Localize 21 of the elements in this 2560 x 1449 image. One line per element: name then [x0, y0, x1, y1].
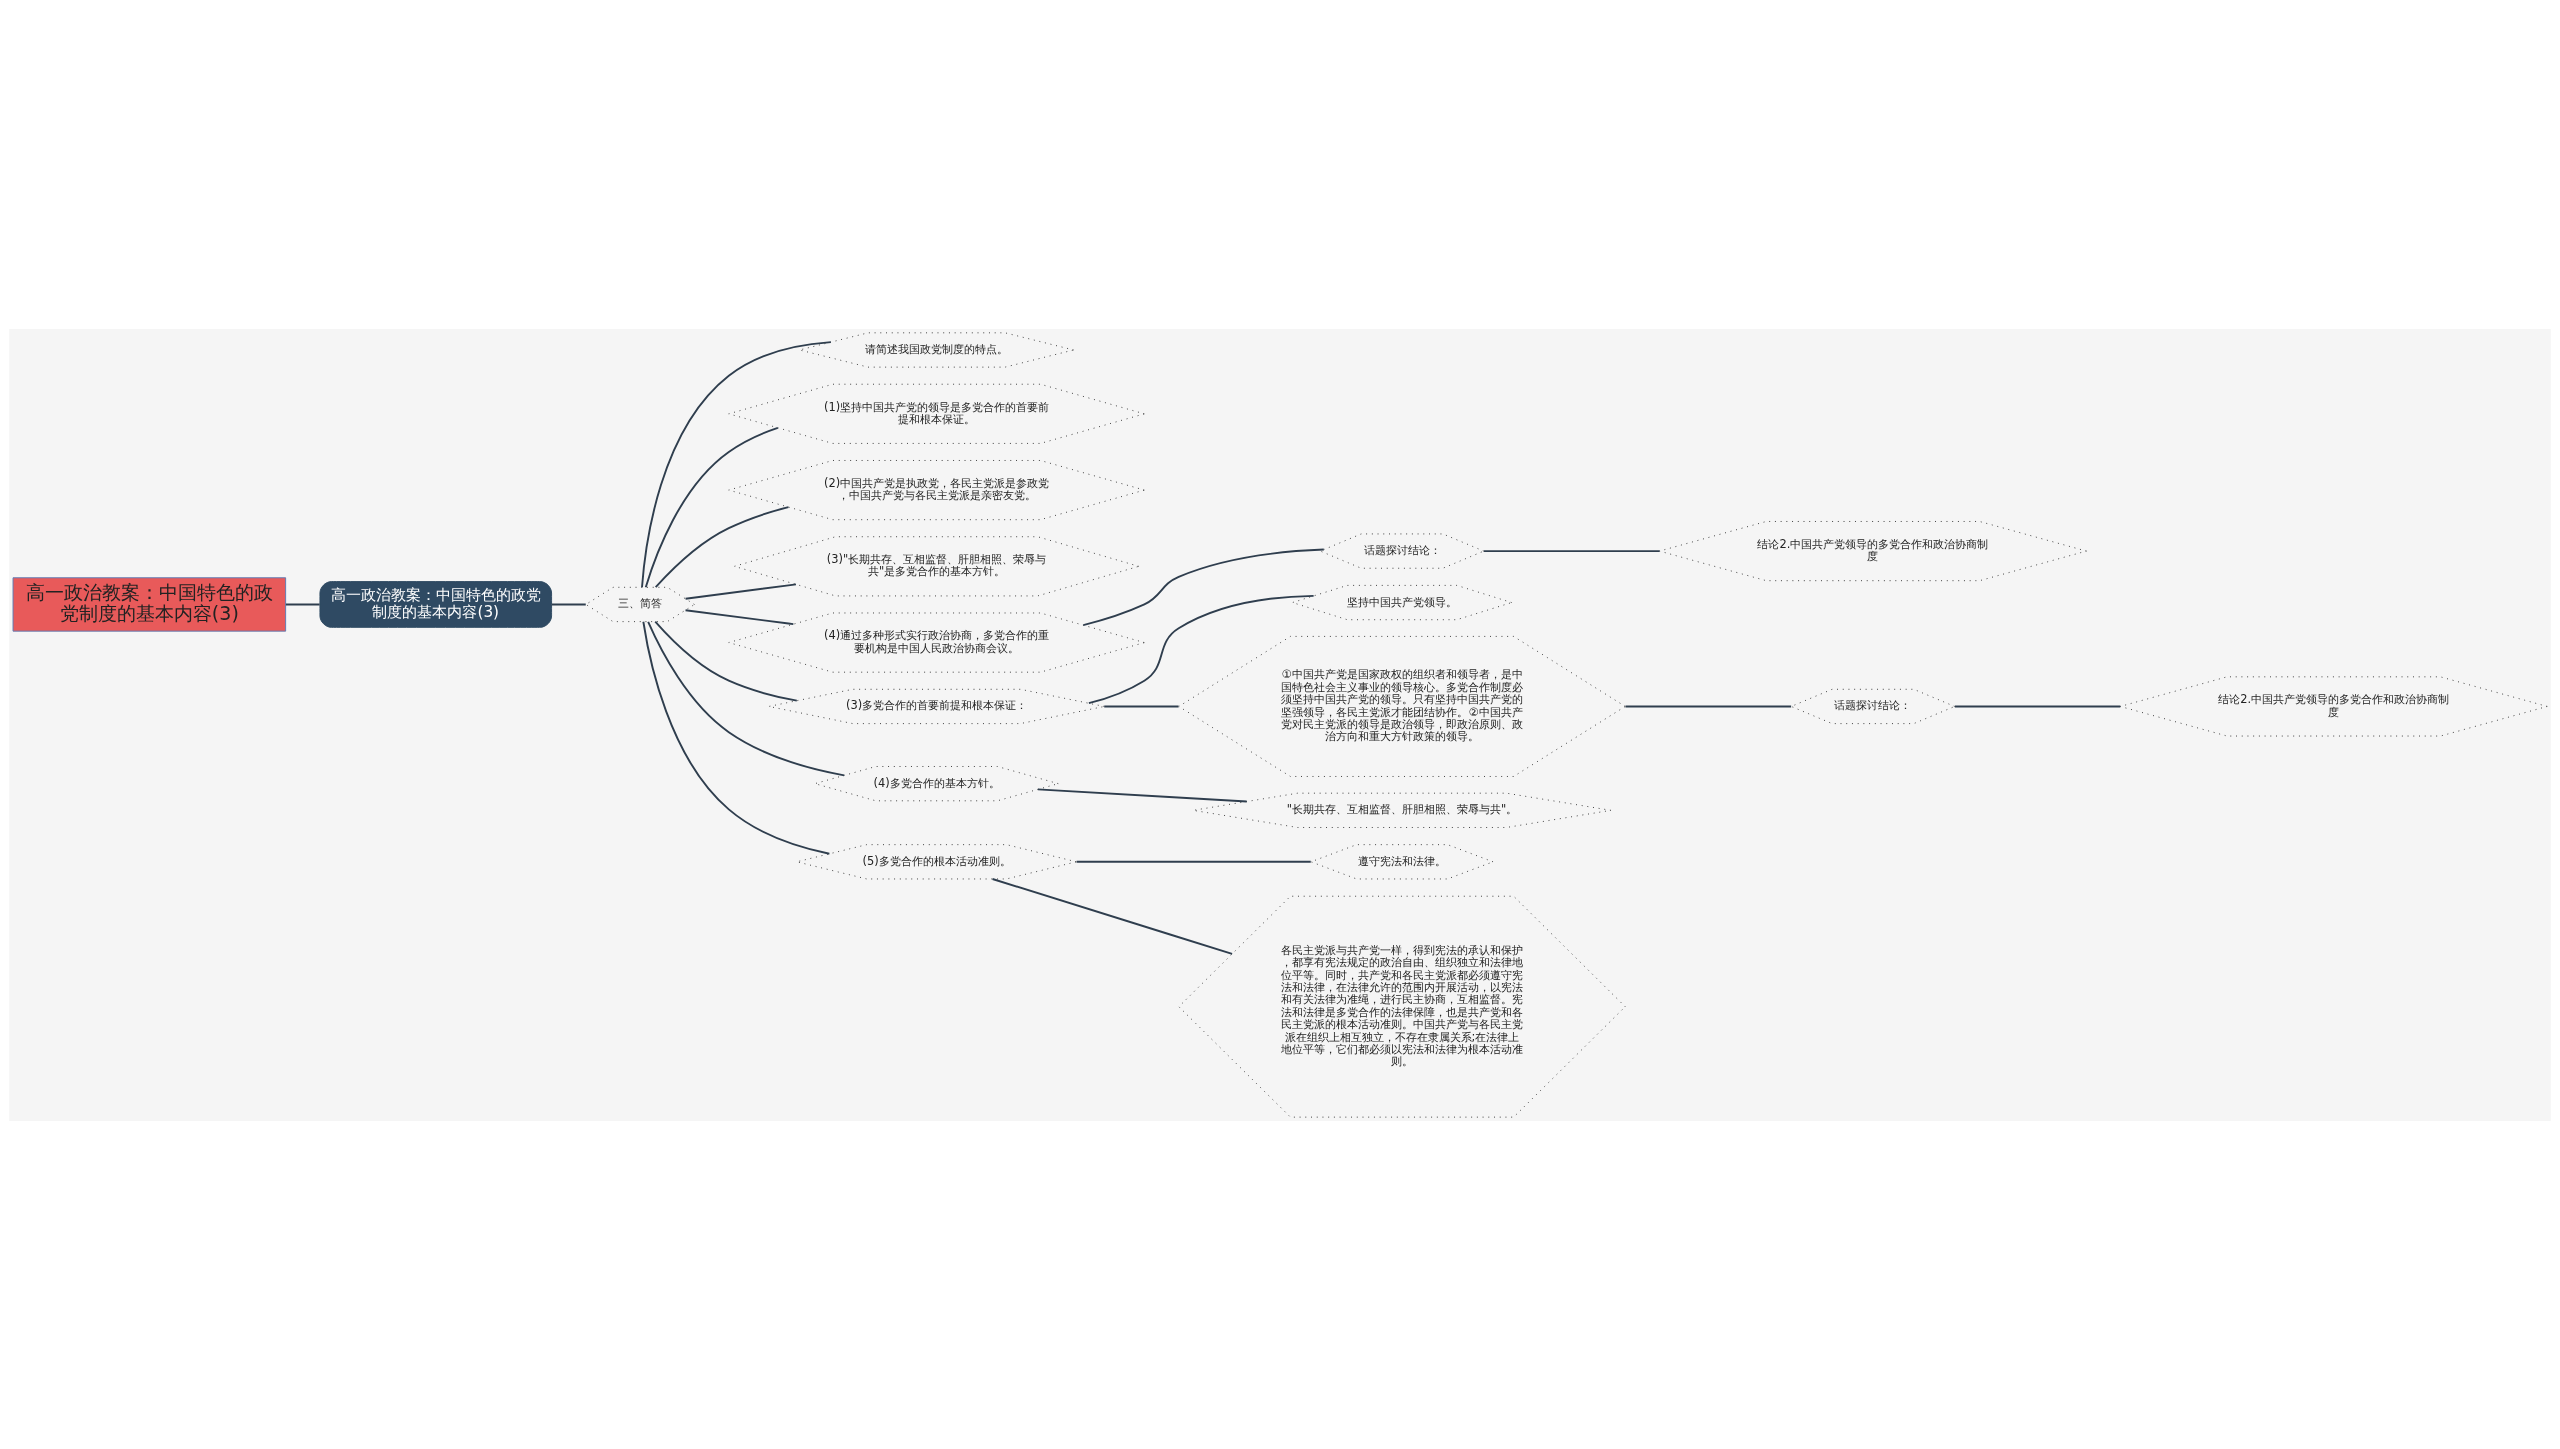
- connector: [684, 582, 797, 600]
- connector: [1075, 860, 1312, 863]
- connector: [1482, 549, 1661, 552]
- connector: [550, 603, 587, 605]
- connector: [1082, 548, 1325, 626]
- connector: [1953, 705, 2122, 707]
- connector: [654, 505, 790, 588]
- connector: [1036, 787, 1248, 802]
- connector: [642, 620, 831, 855]
- connector: [991, 877, 1234, 955]
- connector: [684, 608, 795, 625]
- connector: [1624, 705, 1793, 707]
- connector: [1087, 594, 1315, 704]
- connector: [284, 603, 321, 605]
- node-box: 高一政治教案：中国特色的政党制度的基本内容(3): [319, 580, 553, 628]
- connector: [641, 340, 832, 588]
- connector: [647, 620, 846, 776]
- connector: [1103, 705, 1180, 707]
- connector: [644, 426, 779, 588]
- connector: [654, 620, 798, 702]
- node-box: 高一政治教案：中国特色的政党制度的基本内容(3): [12, 576, 287, 632]
